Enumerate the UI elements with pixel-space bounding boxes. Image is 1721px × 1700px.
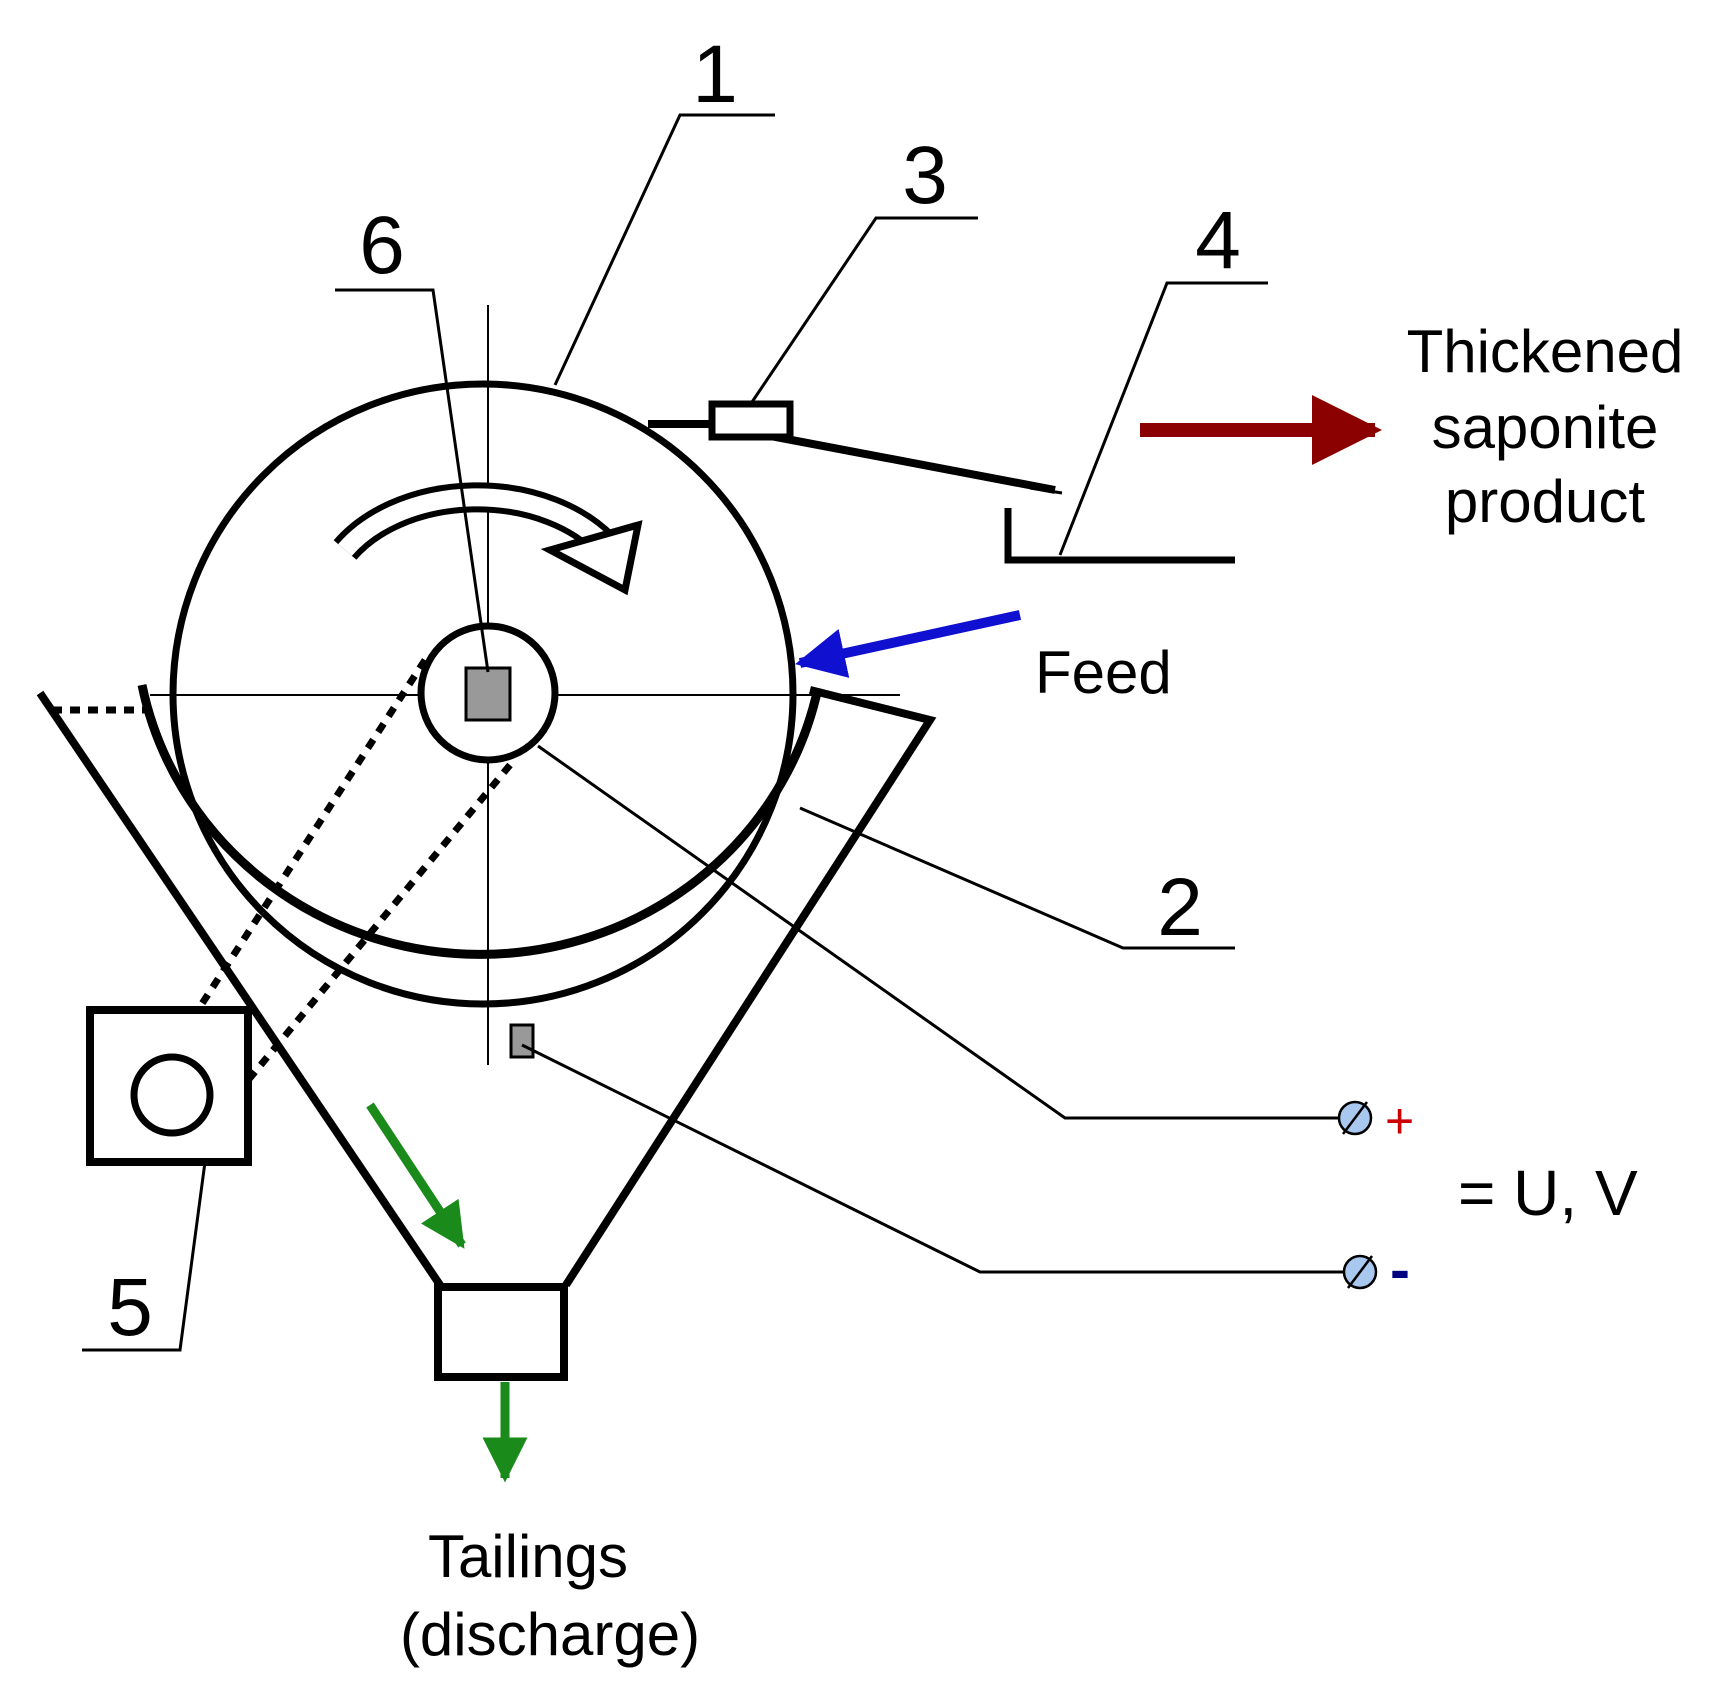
vibrator-box [86,1006,252,1166]
vibrator-wheel [130,1053,214,1137]
scraper-holder [708,400,794,441]
callout-1: 1 [692,29,738,120]
callout-4: 4 [1195,195,1241,286]
leader-lines [82,113,1268,1352]
product-label-line1: Thickened [1407,318,1684,385]
voltage-label: = U, V [1458,1157,1638,1229]
electrode-contact [509,1023,535,1059]
discharge-outlet [434,1283,568,1381]
plus-sign: + [1385,1093,1414,1149]
flow-arrow-down [366,1102,466,1249]
terminal-positive [1337,1100,1373,1136]
callout-6: 6 [359,200,405,291]
hopper [36,686,937,1288]
drive-belt [167,658,513,1123]
product-label-line2: saponite [1432,394,1659,461]
callout-2: 2 [1157,862,1203,953]
tailings-label-line1: Tailings [428,1523,628,1590]
rotation-arrow [333,482,643,596]
product-label-line3: product [1445,468,1645,535]
terminal-negative [1342,1254,1378,1290]
rotating-drum [169,380,797,1008]
tailings-label-line2: (discharge) [400,1601,700,1668]
feed-arrow [795,610,1022,678]
shaft-contact [464,666,512,722]
callout-5: 5 [107,1262,153,1353]
product-collector [1004,508,1235,564]
feed-label: Feed [1035,639,1172,706]
callout-3: 3 [902,130,948,221]
wiring [521,744,1345,1274]
minus-sign: - [1390,1236,1410,1303]
